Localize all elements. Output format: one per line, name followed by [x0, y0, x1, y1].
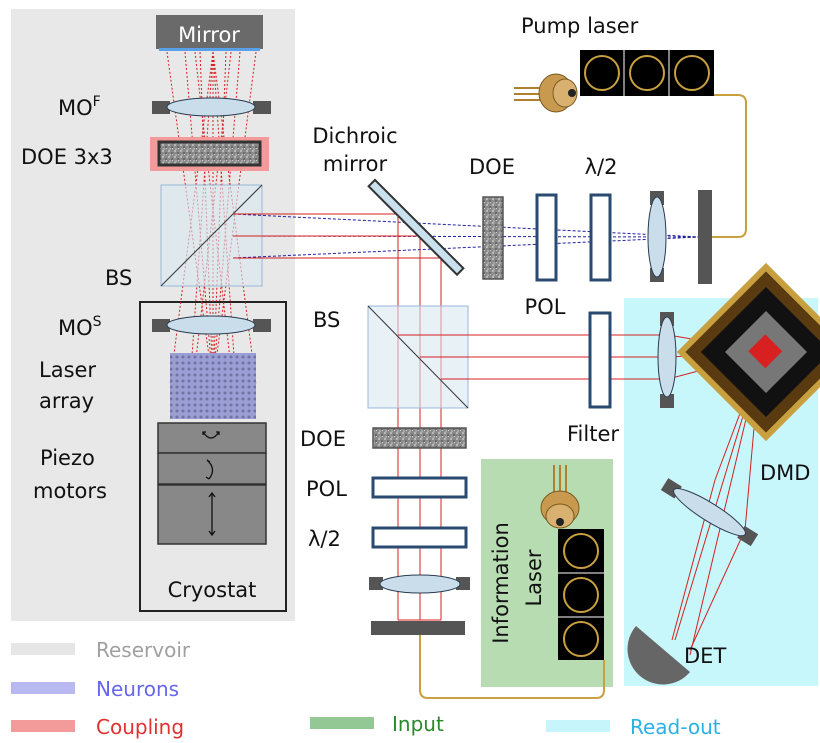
info-lens-mount-right — [456, 577, 470, 590]
label-filter: Filter — [567, 422, 619, 446]
laser-array-overlay — [170, 353, 256, 419]
label-mo-s: MOS — [58, 314, 102, 340]
info-spool-coil-3 — [563, 621, 599, 657]
label-piezo-line1: Piezo — [40, 446, 95, 470]
doe-mid — [372, 427, 467, 449]
legend-label-neurons: Neurons — [96, 677, 179, 701]
label-doe-3x3: DOE 3x3 — [21, 145, 113, 169]
label-pol-top: POL — [525, 295, 566, 319]
label-half-wave-mid: λ/2 — [308, 527, 341, 551]
label-dichroic-line1: Dichroic — [312, 124, 397, 148]
label-mo-f-sup: F — [93, 94, 101, 110]
half-wave-mid — [371, 526, 468, 549]
label-cryostat: Cryostat — [168, 578, 257, 602]
pol-top — [535, 193, 558, 282]
piezo-rotate-icon — [202, 431, 220, 439]
label-piezo-line2: motors — [33, 479, 107, 503]
pump-fiber — [712, 94, 747, 238]
label-dmd: DMD — [760, 461, 810, 485]
mo-s-lens — [166, 315, 256, 335]
label-half-wave-top: λ/2 — [585, 155, 618, 179]
legend-swatch-input — [310, 717, 374, 729]
dmd — [676, 262, 820, 442]
info-fiber-spool — [558, 529, 604, 660]
legend-label-reservoir: Reservoir — [96, 638, 191, 662]
laser-array-image — [170, 353, 256, 419]
mo-f-mount-left — [152, 101, 170, 114]
legend-label-coupling: Coupling — [96, 715, 184, 739]
pump-spool-coil-2 — [629, 55, 665, 91]
label-det: DET — [684, 644, 726, 668]
mo-f-mount-right — [253, 101, 271, 114]
legend-swatch-coupling — [11, 720, 75, 732]
label-dichroic-line2: mirror — [323, 152, 388, 176]
info-lens-mount-left — [369, 577, 383, 590]
label-doe-top: DOE — [469, 155, 515, 179]
pump-spool-coil-3 — [674, 55, 710, 91]
info-fiber-output — [371, 621, 465, 635]
half-wave-top — [589, 193, 612, 282]
info-laser-diode — [540, 465, 580, 529]
label-mo-f: MOF — [58, 94, 101, 120]
dichroic-mirror — [367, 178, 465, 277]
label-mirror: Mirror — [178, 23, 240, 47]
label-laser: Laser — [522, 549, 546, 606]
pump-laser-diode — [514, 73, 578, 113]
piezo-tilt-icon — [205, 459, 214, 480]
label-mo-s-sup: S — [93, 314, 102, 330]
bs-center-diagonal — [367, 305, 469, 409]
legend-swatch-neurons — [11, 682, 75, 694]
mirror — [156, 15, 263, 49]
readout-lens — [657, 316, 677, 398]
readout-lens-mount-bottom — [660, 394, 674, 408]
det-lens — [660, 478, 759, 547]
label-laser-array-line2: array — [39, 389, 94, 413]
label-laser-array-line1: Laser — [39, 358, 96, 382]
doe-top — [482, 196, 504, 280]
info-spool-coil-2 — [563, 577, 599, 613]
legend: Reservoir Neurons Coupling Input Read-ou… — [11, 638, 721, 739]
filter — [588, 311, 612, 409]
label-pol-mid: POL — [306, 477, 347, 501]
pol-mid — [371, 476, 468, 499]
info-spool-coil-1 — [563, 533, 599, 569]
info-fiber — [419, 635, 605, 699]
doe-3x3 — [157, 140, 262, 167]
mirror-surface — [159, 48, 260, 51]
mo-s-mount-left — [152, 319, 170, 332]
label-pump-laser: Pump laser — [521, 14, 639, 38]
label-doe-mid: DOE — [300, 427, 346, 451]
piezo-vertical-icon — [208, 491, 216, 537]
mo-f-lens — [166, 97, 256, 117]
legend-label-input: Input — [392, 712, 444, 736]
label-bs-left: BS — [105, 266, 132, 290]
pump-fiber-spool — [580, 50, 714, 96]
pump-spool-coil-1 — [584, 55, 620, 91]
bs-left-diagonal — [160, 184, 263, 287]
info-lens — [379, 574, 461, 594]
mo-s-mount-right — [253, 319, 271, 332]
legend-swatch-reservoir — [11, 643, 75, 655]
pump-lens — [647, 196, 667, 278]
detector — [627, 626, 690, 685]
label-bs-center: BS — [313, 308, 340, 332]
label-information: Information — [489, 522, 513, 644]
legend-label-readout: Read-out — [630, 715, 721, 739]
legend-swatch-readout — [546, 720, 610, 732]
pump-fiber-output — [698, 190, 712, 284]
